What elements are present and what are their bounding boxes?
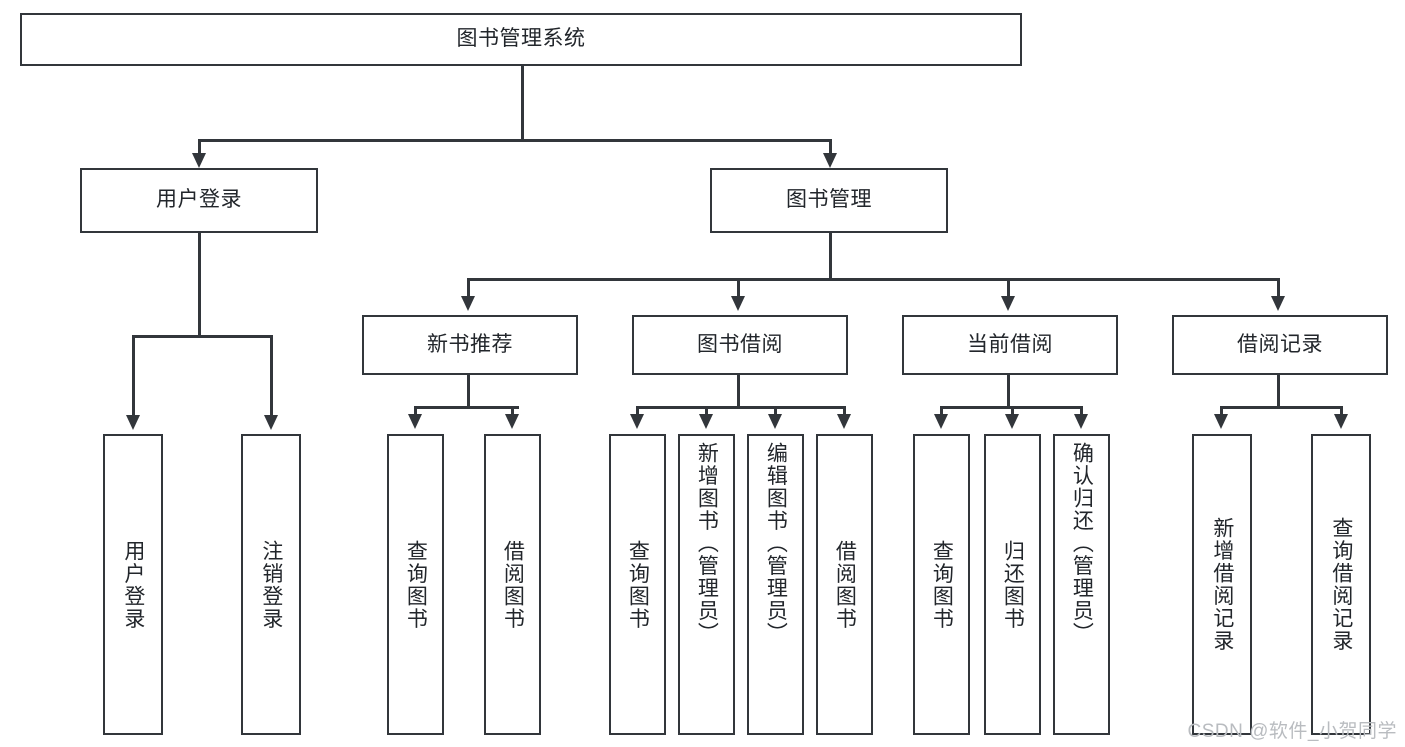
- node-leaf-logout[interactable]: 注销登录: [241, 434, 301, 735]
- node-leaf-user-login-label: 用户登录: [121, 539, 145, 630]
- edge-new-book-rec-bus: [414, 406, 519, 409]
- arrow-to-leaf-borrow-book-2: [837, 414, 851, 429]
- node-leaf-query-book-2-label: 查询图书: [626, 539, 650, 630]
- edge-bm-to-current-borrow: [1007, 278, 1010, 298]
- edge-bb-to-leaf4: [843, 406, 846, 416]
- node-book-borrow[interactable]: 图书借阅: [632, 315, 848, 375]
- node-new-book-rec[interactable]: 新书推荐: [362, 315, 578, 375]
- node-leaf-user-login[interactable]: 用户登录: [103, 434, 163, 735]
- edge-book-borrow-stem: [737, 375, 740, 408]
- edge-bb-to-leaf2: [705, 406, 708, 416]
- edge-user-login-bus: [132, 335, 272, 338]
- node-book-manage[interactable]: 图书管理: [710, 168, 948, 233]
- arrow-to-book-manage: [823, 153, 837, 168]
- node-leaf-add-record-label: 新增借阅记录: [1210, 517, 1234, 652]
- edge-current-borrow-stem: [1007, 375, 1010, 408]
- edge-root-to-user-login: [198, 139, 201, 156]
- node-borrow-record-label: 借阅记录: [1237, 332, 1323, 356]
- node-leaf-borrow-book-2-label: 借阅图书: [833, 539, 857, 630]
- node-leaf-query-record[interactable]: 查询借阅记录: [1311, 434, 1371, 735]
- node-leaf-borrow-book-2[interactable]: 借阅图书: [816, 434, 873, 735]
- edge-cb-to-leaf2: [1011, 406, 1014, 416]
- arrow-to-leaf-confirm-return: [1074, 414, 1088, 429]
- node-leaf-add-book[interactable]: 新增图书（管理员）: [678, 434, 735, 735]
- arrow-to-leaf-user-login: [126, 415, 140, 430]
- node-leaf-query-book-1-label: 查询图书: [404, 539, 428, 630]
- arrow-to-leaf-query-book-1: [408, 414, 422, 429]
- node-leaf-confirm-return-label: 确认归还（管理员）: [1070, 442, 1094, 645]
- node-current-borrow[interactable]: 当前借阅: [902, 315, 1118, 375]
- arrow-to-leaf-query-book-2: [630, 414, 644, 429]
- arrow-to-leaf-add-book: [699, 414, 713, 429]
- node-book-borrow-label: 图书借阅: [697, 332, 783, 356]
- edge-cb-to-leaf3: [1080, 406, 1083, 416]
- arrow-to-book-borrow: [731, 296, 745, 311]
- edge-nbr-to-leaf1: [414, 406, 417, 416]
- node-borrow-record[interactable]: 借阅记录: [1172, 315, 1388, 375]
- node-new-book-rec-label: 新书推荐: [427, 332, 513, 356]
- node-leaf-query-book-1[interactable]: 查询图书: [387, 434, 444, 735]
- edge-root-bus: [198, 139, 832, 142]
- arrow-to-user-login: [192, 153, 206, 168]
- edge-cb-to-leaf1: [940, 406, 943, 416]
- edge-bm-to-new-book-rec: [467, 278, 470, 298]
- arrow-to-leaf-logout: [264, 415, 278, 430]
- node-root[interactable]: 图书管理系统: [20, 13, 1022, 66]
- node-leaf-query-book-3-label: 查询图书: [930, 539, 954, 630]
- node-leaf-return-book[interactable]: 归还图书: [984, 434, 1041, 735]
- node-leaf-borrow-book-1-label: 借阅图书: [501, 539, 525, 630]
- edge-bm-to-book-borrow: [737, 278, 740, 298]
- node-leaf-query-book-2[interactable]: 查询图书: [609, 434, 666, 735]
- edge-root-to-book-manage: [829, 139, 832, 156]
- edge-user-login-to-leaf1: [132, 335, 135, 417]
- node-book-manage-label: 图书管理: [786, 188, 872, 212]
- node-leaf-edit-book-label: 编辑图书（管理员）: [764, 442, 788, 645]
- node-leaf-add-record[interactable]: 新增借阅记录: [1192, 434, 1252, 735]
- csdn-watermark: CSDN @软件_小贺同学: [1187, 721, 1397, 742]
- node-leaf-add-book-label: 新增图书（管理员）: [695, 442, 719, 645]
- arrow-to-leaf-add-record: [1214, 414, 1228, 429]
- node-root-label: 图书管理系统: [456, 27, 586, 51]
- arrow-to-leaf-borrow-book-1: [505, 414, 519, 429]
- arrow-to-leaf-query-book-3: [934, 414, 948, 429]
- edge-bb-to-leaf1: [636, 406, 639, 416]
- edge-root-stem: [521, 66, 524, 141]
- edge-book-borrow-bus: [636, 406, 846, 409]
- node-leaf-logout-label: 注销登录: [259, 539, 283, 630]
- edge-borrow-record-bus: [1220, 406, 1342, 409]
- arrow-to-current-borrow: [1001, 296, 1015, 311]
- node-leaf-confirm-return[interactable]: 确认归还（管理员）: [1053, 434, 1110, 735]
- node-user-login-label: 用户登录: [156, 188, 242, 212]
- edge-user-login-stem: [198, 233, 201, 337]
- arrow-to-leaf-query-record: [1334, 414, 1348, 429]
- node-leaf-query-book-3[interactable]: 查询图书: [913, 434, 970, 735]
- edge-user-login-to-leaf2: [270, 335, 273, 417]
- edge-bb-to-leaf3: [774, 406, 777, 416]
- edge-book-manage-stem: [829, 233, 832, 280]
- arrow-to-leaf-return-book: [1005, 414, 1019, 429]
- node-leaf-return-book-label: 归还图书: [1001, 539, 1025, 630]
- arrow-to-leaf-edit-book: [768, 414, 782, 429]
- node-user-login[interactable]: 用户登录: [80, 168, 318, 233]
- node-leaf-borrow-book-1[interactable]: 借阅图书: [484, 434, 541, 735]
- arrow-to-borrow-record: [1271, 296, 1285, 311]
- edge-bm-to-borrow-record: [1277, 278, 1280, 298]
- edge-br-to-leaf2: [1340, 406, 1343, 416]
- edge-borrow-record-stem: [1277, 375, 1280, 408]
- arrow-to-new-book-rec: [461, 296, 475, 311]
- node-current-borrow-label: 当前借阅: [967, 332, 1053, 356]
- node-leaf-edit-book[interactable]: 编辑图书（管理员）: [747, 434, 804, 735]
- node-leaf-query-record-label: 查询借阅记录: [1329, 517, 1353, 652]
- edge-new-book-rec-stem: [467, 375, 470, 408]
- edge-book-manage-bus: [467, 278, 1280, 281]
- edge-br-to-leaf1: [1220, 406, 1223, 416]
- edge-nbr-to-leaf2: [511, 406, 514, 416]
